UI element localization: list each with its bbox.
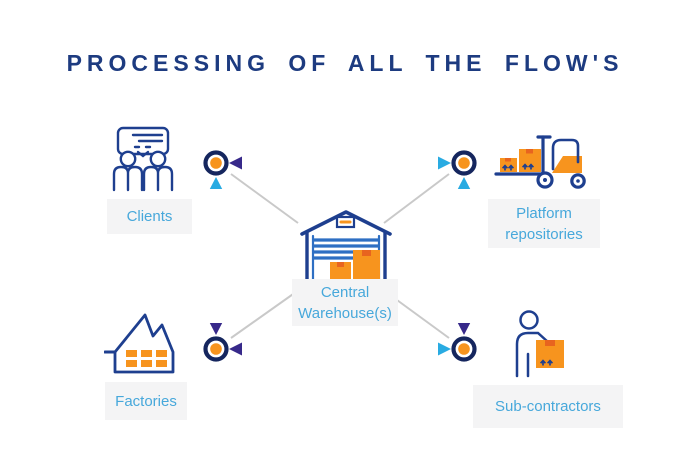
- diagonal-connectors: [230, 173, 450, 339]
- factories-label-text: Factories: [115, 392, 177, 410]
- diagonal-clients-to-warehouse: [230, 173, 299, 224]
- diagonal-factories-to-warehouse: [230, 291, 297, 339]
- factory-icon: [104, 313, 175, 374]
- central-label-line1: Central: [320, 283, 370, 301]
- arrow-right-vertical: [457, 177, 471, 335]
- sub-contractors-label: Sub-contractors: [473, 385, 623, 428]
- clients-presentation-icon: [112, 126, 174, 192]
- clients-label: Clients: [107, 199, 192, 234]
- clients-label-text: Clients: [126, 208, 173, 225]
- node-sub-contractors: [454, 339, 475, 360]
- node-clients: [206, 153, 227, 174]
- forklift-icon: [494, 135, 586, 189]
- platform-label-line1: Platform: [516, 204, 572, 222]
- factories-label: Factories: [105, 382, 187, 420]
- platform-repositories-label: Platform repositories: [488, 199, 600, 248]
- diagonal-platform-to-warehouse: [383, 173, 450, 224]
- node-factories: [206, 339, 227, 360]
- node-platform-repositories: [454, 153, 475, 174]
- platform-label-line2: repositories: [505, 225, 583, 243]
- arrow-top-horizontal: [229, 156, 451, 170]
- arrow-left-vertical: [209, 177, 223, 335]
- arrow-bottom-horizontal: [229, 342, 451, 356]
- central-label-line2: Warehouse(s): [298, 304, 392, 322]
- page-title: PROCESSING OF ALL THE FLOW'S: [66, 50, 624, 76]
- central-warehouse-label: Central Warehouse(s): [292, 279, 398, 326]
- sub-contractors-label-text: Sub-contractors: [495, 398, 601, 415]
- worker-with-box-icon: [515, 310, 564, 378]
